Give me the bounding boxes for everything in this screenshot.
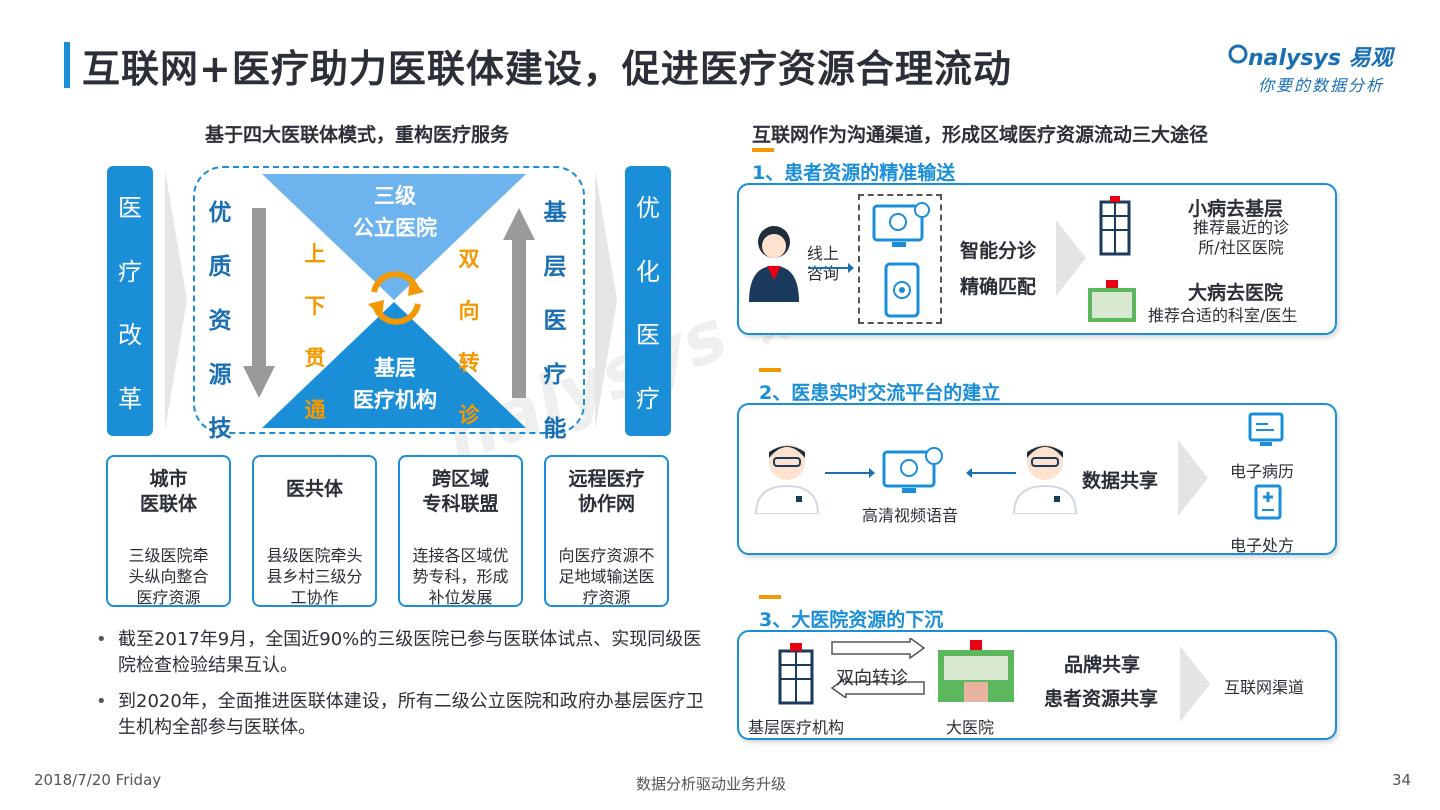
card-desc: 三级医院牵 头纵向整合 医疗资源 — [128, 546, 209, 607]
footer-date: 2018/7/20 Friday — [34, 771, 162, 789]
page-number: 34 — [1392, 771, 1412, 789]
smart-triage-label: 智能分诊 — [960, 240, 1037, 262]
section-marker — [759, 368, 781, 372]
optimize-char: 疗 — [636, 384, 660, 413]
card-desc: 连接各区域优 势专科，形成 补位发展 — [412, 546, 509, 607]
two-way-referral-label: 双向转诊 — [836, 668, 908, 689]
card-desc: 向医疗资源不 足地域输送医 疗资源 — [558, 546, 655, 607]
title-accent-bar — [64, 42, 70, 88]
doctor-icon — [1012, 444, 1078, 514]
page-title: 互联网+医疗助力医联体建设，促进医疗资源合理流动 — [82, 47, 1012, 91]
chevron-right-icon — [595, 170, 617, 430]
top-triangle-label: 三级 公立医院 — [353, 184, 437, 240]
right-section-heading: 互联网作为沟通渠道，形成区域医疗资源流动三大途径 — [752, 124, 1209, 146]
optimize-char: 优 — [636, 194, 660, 223]
bottom-triangle-label: 基层 医疗机构 — [353, 356, 437, 412]
brand-share-label: 品牌共享 — [1064, 654, 1141, 676]
hd-video-label: 高清视频语音 — [862, 506, 959, 525]
patient-icon — [749, 226, 799, 302]
patient-share-label: 患者资源共享 — [1044, 688, 1159, 710]
big-illness-title: 大病去医院 — [1188, 282, 1284, 304]
grassroots-institution-label: 基层医疗机构 — [748, 718, 845, 737]
chevron-right-icon — [1178, 440, 1208, 516]
arrow-right-icon — [808, 263, 854, 273]
internet-channel-label: 互联网渠道 — [1224, 678, 1305, 697]
emr-icon — [1248, 412, 1284, 446]
clinic-building-icon — [778, 643, 814, 705]
card-title: 跨区域 专科联盟 — [422, 468, 499, 515]
logo-main-text: nalysys 易观 — [1248, 46, 1393, 71]
video-monitor-icon — [882, 447, 943, 493]
prescription-icon — [1254, 484, 1282, 520]
optimize-char: 医 — [636, 321, 660, 350]
precise-match-label: 精确匹配 — [960, 276, 1037, 298]
arrow-right-icon — [825, 468, 875, 478]
prescription-label: 电子处方 — [1230, 536, 1295, 555]
model-card-specialty: 跨区域 专科联盟 连接各区域优 势专科，形成 补位发展 — [398, 455, 523, 607]
big-hospital-label: 大医院 — [946, 718, 995, 737]
reform-char: 疗 — [118, 257, 142, 286]
analysys-logo: nalysys 易观 你要的数据分析 — [1228, 40, 1408, 96]
footer-center: 数据分析驱动业务升级 — [636, 775, 787, 793]
two-way-arrows-icon — [830, 638, 926, 698]
chevron-right-icon — [165, 170, 187, 430]
left-section-heading: 基于四大医联体模式，重构医疗服务 — [205, 124, 510, 146]
smart-device-frame — [858, 194, 942, 324]
logo-o-icon — [1228, 44, 1248, 64]
chevron-right-icon — [1056, 220, 1086, 296]
hourglass-triangles — [262, 174, 526, 428]
section-marker — [752, 148, 774, 152]
s3-heading: 3、大医院资源的下沉 — [759, 609, 944, 631]
s2-box — [737, 403, 1337, 555]
model-frame — [193, 166, 585, 434]
hospital-icon — [1088, 280, 1136, 322]
section-marker — [759, 595, 781, 599]
s1-heading: 1、患者资源的精准输送 — [752, 162, 956, 184]
model-card-city: 城市 医联体 三级医院牵 头纵向整合 医疗资源 — [106, 455, 231, 607]
model-card-remote: 远程医疗 协作网 向医疗资源不 足地域输送医 疗资源 — [544, 455, 669, 607]
optimize-char: 化 — [636, 257, 660, 286]
reform-char: 改 — [118, 321, 142, 350]
arrow-up-icon — [503, 208, 535, 398]
card-title: 城市 医联体 — [139, 468, 197, 515]
arrow-down-icon — [243, 208, 275, 398]
arrow-left-icon — [966, 468, 1016, 478]
reform-char: 医 — [118, 194, 142, 223]
cycle-arrows-icon — [368, 271, 424, 325]
small-illness-title: 小病去基层 — [1188, 198, 1284, 220]
clinic-building-icon — [1099, 196, 1131, 256]
card-desc: 县级医院牵头 县乡村三级分 工协作 — [266, 546, 363, 607]
model-card-county: 医共体 县级医院牵头 县乡村三级分 工协作 — [252, 455, 377, 607]
grassroots-capability-text: 基 层 医 疗 能 — [543, 200, 567, 442]
updown-text: 上 下 贯 通 — [304, 242, 326, 422]
card-title: 医共体 — [285, 478, 343, 500]
video-monitor-icon — [872, 202, 930, 247]
data-share-label: 数据共享 — [1082, 470, 1159, 492]
hospital-icon — [938, 640, 1014, 702]
bullet-item: 截至2017年9月，全国近90%的三级医院已参与医联体试点、实现同级医院检查检验… — [96, 627, 706, 679]
emr-label: 电子病历 — [1230, 462, 1295, 481]
logo-sub-text: 你要的数据分析 — [1258, 76, 1385, 95]
optimize-column: 优 化 医 疗 — [625, 166, 671, 436]
phone-icon — [884, 262, 920, 318]
s1-box — [737, 183, 1337, 335]
bullet-list: 截至2017年9月，全国近90%的三级医院已参与医联体试点、实现同级医院检查检验… — [96, 627, 706, 751]
s2-heading: 2、医患实时交流平台的建立 — [759, 382, 1001, 404]
reform-char: 革 — [118, 384, 142, 413]
small-illness-desc: 推荐最近的诊 所/社区医院 — [1192, 218, 1289, 257]
reform-column: 医 疗 改 革 — [107, 166, 153, 436]
chevron-right-icon — [1180, 646, 1210, 722]
card-title: 远程医疗 协作网 — [568, 468, 645, 515]
twoway-text: 双 向 转 诊 — [458, 247, 480, 427]
doctor-icon — [754, 444, 820, 514]
quality-resources-text: 优 质 资 源 技 — [208, 200, 232, 442]
bullet-item: 到2020年，全面推进医联体建设，所有二级公立医院和政府办基层医疗卫生机构全部参… — [96, 689, 706, 741]
big-illness-desc: 推荐合适的科室/医生 — [1148, 306, 1298, 325]
